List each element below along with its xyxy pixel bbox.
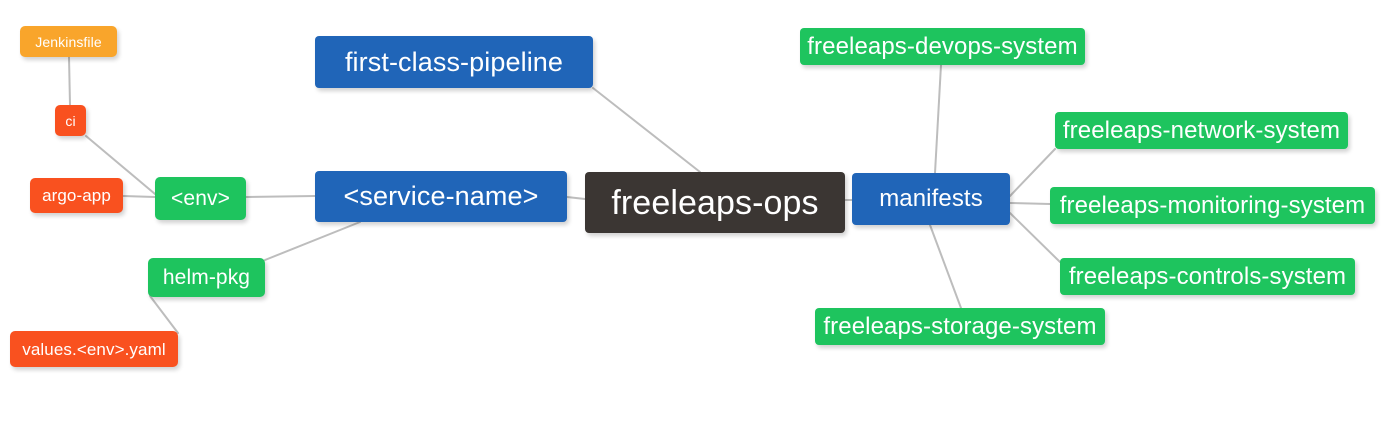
edge-values-env-yaml-to-helm-pkg xyxy=(149,295,179,334)
mindmap-node-values-env-yaml[interactable]: values.<env>.yaml xyxy=(10,331,178,367)
mindmap-node-label: <env> xyxy=(171,187,230,210)
mindmap-node-label: freeleaps-ops xyxy=(611,183,819,222)
edge-manifests-to-freeleaps-storage-system xyxy=(929,224,962,309)
edge-argo-app-to-env xyxy=(122,195,156,198)
mindmap-node-label: freeleaps-controls-system xyxy=(1068,262,1347,290)
edge-first-class-pipeline-to-freeleaps-ops xyxy=(592,87,701,173)
mindmap-node-argo-app[interactable]: argo-app xyxy=(30,178,123,213)
mindmap-node-service-name[interactable]: <service-name> xyxy=(315,171,567,222)
mindmap-node-label: freeleaps-monitoring-system xyxy=(1059,191,1366,219)
edge-manifests-to-freeleaps-devops-system xyxy=(934,64,942,174)
mindmap-node-label: first-class-pipeline xyxy=(344,46,564,77)
mindmap-node-freeleaps-ops[interactable]: freeleaps-ops xyxy=(585,172,845,233)
edge-service-name-to-freeleaps-ops xyxy=(566,196,586,200)
edge-Jenkinsfile-to-ci xyxy=(68,56,71,106)
edge-env-to-service-name xyxy=(245,195,316,198)
mindmap-node-label: Jenkinsfile xyxy=(35,33,102,50)
mindmap-node-Jenkinsfile[interactable]: Jenkinsfile xyxy=(20,26,117,57)
mindmap-node-manifests[interactable]: manifests xyxy=(852,173,1010,225)
edge-manifests-to-freeleaps-network-system xyxy=(1009,148,1056,197)
mindmap-node-label: freeleaps-network-system xyxy=(1062,116,1341,144)
mindmap-node-helm-pkg[interactable]: helm-pkg xyxy=(148,258,265,297)
mindmap-node-label: <service-name> xyxy=(343,181,539,211)
mindmap-node-freeleaps-network-system[interactable]: freeleaps-network-system xyxy=(1055,112,1348,149)
mindmap-node-freeleaps-devops-system[interactable]: freeleaps-devops-system xyxy=(800,28,1085,65)
mindmap-node-freeleaps-storage-system[interactable]: freeleaps-storage-system xyxy=(815,308,1105,345)
edge-helm-pkg-to-service-name xyxy=(264,221,361,261)
mindmap-node-freeleaps-controls-system[interactable]: freeleaps-controls-system xyxy=(1060,258,1355,295)
mindmap-node-label: argo-app xyxy=(42,186,111,205)
mindmap-node-label: values.<env>.yaml xyxy=(22,339,166,359)
mindmap-node-first-class-pipeline[interactable]: first-class-pipeline xyxy=(315,36,593,88)
mindmap-node-env[interactable]: <env> xyxy=(155,177,246,220)
mindmap-node-label: helm-pkg xyxy=(162,266,251,289)
mindmap-node-label: freeleaps-storage-system xyxy=(823,312,1097,340)
mindmap-node-freeleaps-monitoring-system[interactable]: freeleaps-monitoring-system xyxy=(1050,187,1375,224)
mindmap-node-label: manifests xyxy=(879,185,983,212)
mindmap-node-label: freeleaps-devops-system xyxy=(807,32,1078,60)
mindmap-node-label: ci xyxy=(65,112,76,129)
mindmap-node-ci[interactable]: ci xyxy=(55,105,86,136)
edge-manifests-to-freeleaps-monitoring-system xyxy=(1009,202,1051,205)
